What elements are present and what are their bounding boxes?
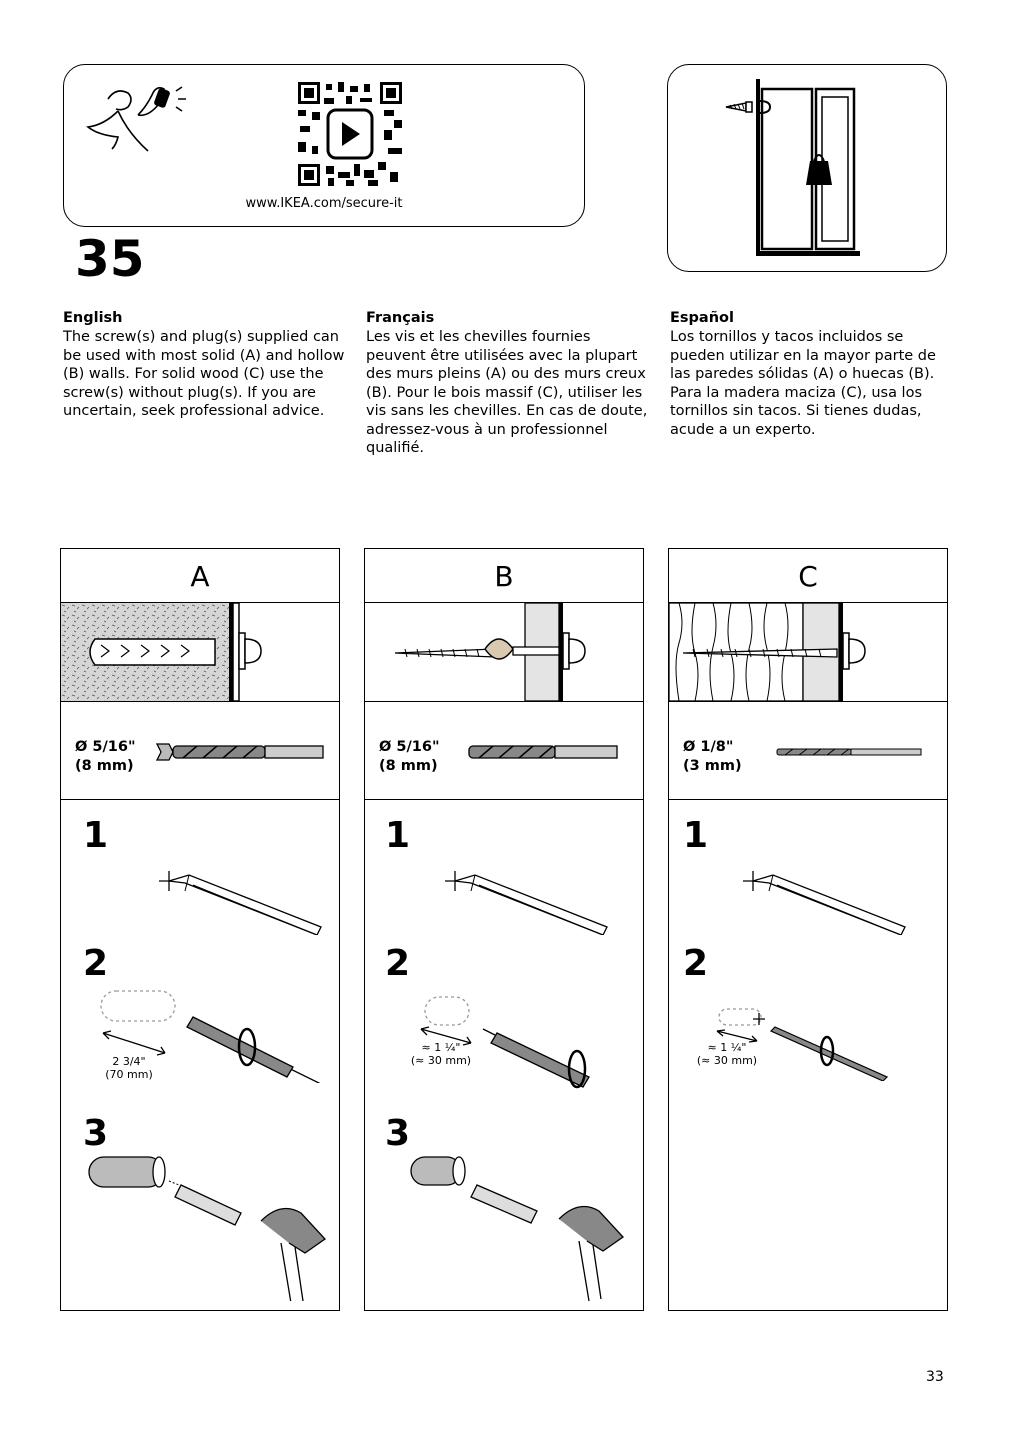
lang-spanish: Español Los tornillos y tacos incluidos … bbox=[670, 310, 945, 439]
column-c: C Ø 1/8" (3 mm) 1 2 bbox=[668, 548, 948, 1311]
wall-wood-illustration bbox=[669, 603, 947, 702]
column-b: B Ø 5/16" (8 mm) 1 2 bbox=[364, 548, 644, 1311]
step-1: 1 bbox=[683, 815, 709, 856]
drill-size: Ø 1/8" bbox=[683, 739, 734, 755]
lang-title: English bbox=[63, 310, 123, 326]
depth-value-mm: (70 mm) bbox=[105, 1068, 153, 1081]
lang-english: English The screw(s) and plug(s) supplie… bbox=[63, 310, 348, 421]
pencil-icon bbox=[159, 871, 322, 935]
depth-label: 2 3/4" (70 mm) bbox=[89, 1055, 169, 1081]
hammer-icon bbox=[410, 1156, 624, 1302]
wall-anchor-box bbox=[667, 64, 947, 272]
step-3: 3 bbox=[83, 1113, 109, 1154]
drill-icon bbox=[420, 996, 590, 1089]
column-letter: A bbox=[61, 549, 339, 603]
page-number: 33 bbox=[926, 1369, 944, 1385]
drill-bit-row: Ø 5/16" (8 mm) bbox=[61, 702, 339, 800]
step-2: 2 bbox=[385, 943, 411, 984]
drill-size-mm: (8 mm) bbox=[379, 758, 438, 774]
drill-icon bbox=[716, 1008, 889, 1081]
step-number: 35 bbox=[75, 230, 145, 288]
step-2: 2 bbox=[83, 943, 109, 984]
drill-icon bbox=[155, 743, 324, 761]
drill-bit-row: Ø 1/8" (3 mm) bbox=[669, 702, 947, 800]
pencil-icon bbox=[743, 871, 906, 935]
lang-body: Los tornillos y tacos incluidos se puede… bbox=[670, 329, 936, 438]
drill-bit-row: Ø 5/16" (8 mm) bbox=[365, 702, 643, 800]
step-1: 1 bbox=[83, 815, 109, 856]
depth-value-mm: (≈ 30 mm) bbox=[410, 1054, 472, 1067]
plug-icon bbox=[88, 1156, 326, 1301]
lang-title: Français bbox=[366, 310, 435, 326]
drill-size-mm: (8 mm) bbox=[75, 758, 134, 774]
pencil-icon bbox=[445, 871, 608, 935]
drill-icon bbox=[468, 745, 618, 759]
secure-it-url[interactable]: www.IKEA.com/secure-it bbox=[245, 196, 403, 211]
lang-body: The screw(s) and plug(s) supplied can be… bbox=[63, 329, 345, 419]
person-phone-icon bbox=[86, 86, 186, 152]
step-3: 3 bbox=[385, 1113, 411, 1154]
drill-icon bbox=[100, 990, 321, 1083]
drill-size: Ø 5/16" bbox=[379, 739, 440, 755]
column-letter: C bbox=[669, 549, 947, 603]
wall-hollow-illustration bbox=[365, 603, 643, 702]
column-letter: B bbox=[365, 549, 643, 603]
depth-value: ≈ 1 ¼" bbox=[707, 1041, 747, 1054]
wall-solid-illustration bbox=[61, 603, 339, 702]
drill-size-mm: (3 mm) bbox=[683, 758, 742, 774]
secure-it-box: www.IKEA.com/secure-it bbox=[63, 64, 585, 227]
drill-icon bbox=[776, 748, 922, 756]
depth-value: ≈ 1 ¼" bbox=[421, 1041, 461, 1054]
column-a: A Ø 5/16" (8 mm) bbox=[60, 548, 340, 1311]
drill-size: Ø 5/16" bbox=[75, 739, 136, 755]
depth-label: ≈ 1 ¼" (≈ 30 mm) bbox=[687, 1041, 767, 1067]
depth-value-mm: (≈ 30 mm) bbox=[696, 1054, 758, 1067]
lang-body: Les vis et les chevilles fournies peuven… bbox=[366, 329, 648, 456]
lang-title: Español bbox=[670, 310, 734, 326]
step-2: 2 bbox=[683, 943, 709, 984]
step-1: 1 bbox=[385, 815, 411, 856]
wall-anchor-icon bbox=[725, 79, 860, 256]
lang-french: Français Les vis et les chevilles fourni… bbox=[366, 310, 651, 458]
qr-code-icon[interactable] bbox=[298, 82, 402, 186]
depth-value: 2 3/4" bbox=[112, 1055, 146, 1068]
depth-label: ≈ 1 ¼" (≈ 30 mm) bbox=[401, 1041, 481, 1067]
